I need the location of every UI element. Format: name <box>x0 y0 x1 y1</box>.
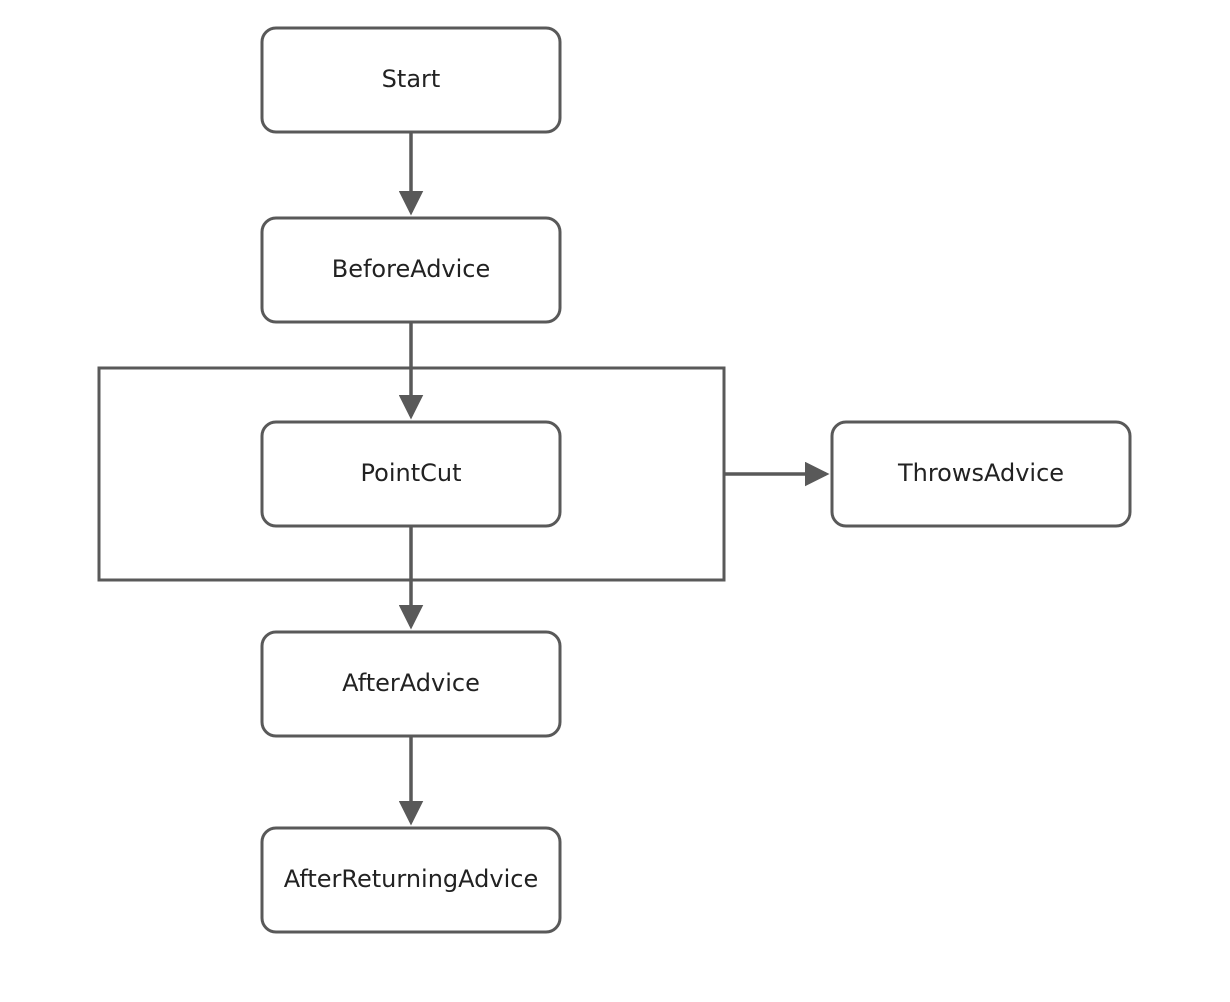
node-beforeadvice-box <box>260 216 562 324</box>
node-beforeadvice[interactable]: BeforeAdvice <box>260 216 562 324</box>
node-afteradvice-box <box>260 630 562 738</box>
node-afterreturningadvice-box <box>260 826 562 934</box>
node-start[interactable]: Start <box>260 26 562 134</box>
node-beforeadvice-label: BeforeAdvice <box>332 255 491 283</box>
node-pointcut[interactable]: PointCut <box>260 420 562 528</box>
node-throwsadvice-label: ThrowsAdvice <box>897 459 1064 487</box>
node-afterreturningadvice-label: AfterReturningAdvice <box>284 865 538 893</box>
node-start-label: Start <box>382 65 441 93</box>
node-throwsadvice-box <box>830 420 1132 528</box>
node-afterreturningadvice[interactable]: AfterReturningAdvice <box>260 826 562 934</box>
node-throwsadvice[interactable]: ThrowsAdvice <box>830 420 1132 528</box>
node-afteradvice-label: AfterAdvice <box>342 669 480 697</box>
node-pointcut-box <box>260 420 562 528</box>
node-pointcut-label: PointCut <box>361 459 462 487</box>
node-afteradvice[interactable]: AfterAdvice <box>260 630 562 738</box>
node-start-box <box>260 26 562 134</box>
